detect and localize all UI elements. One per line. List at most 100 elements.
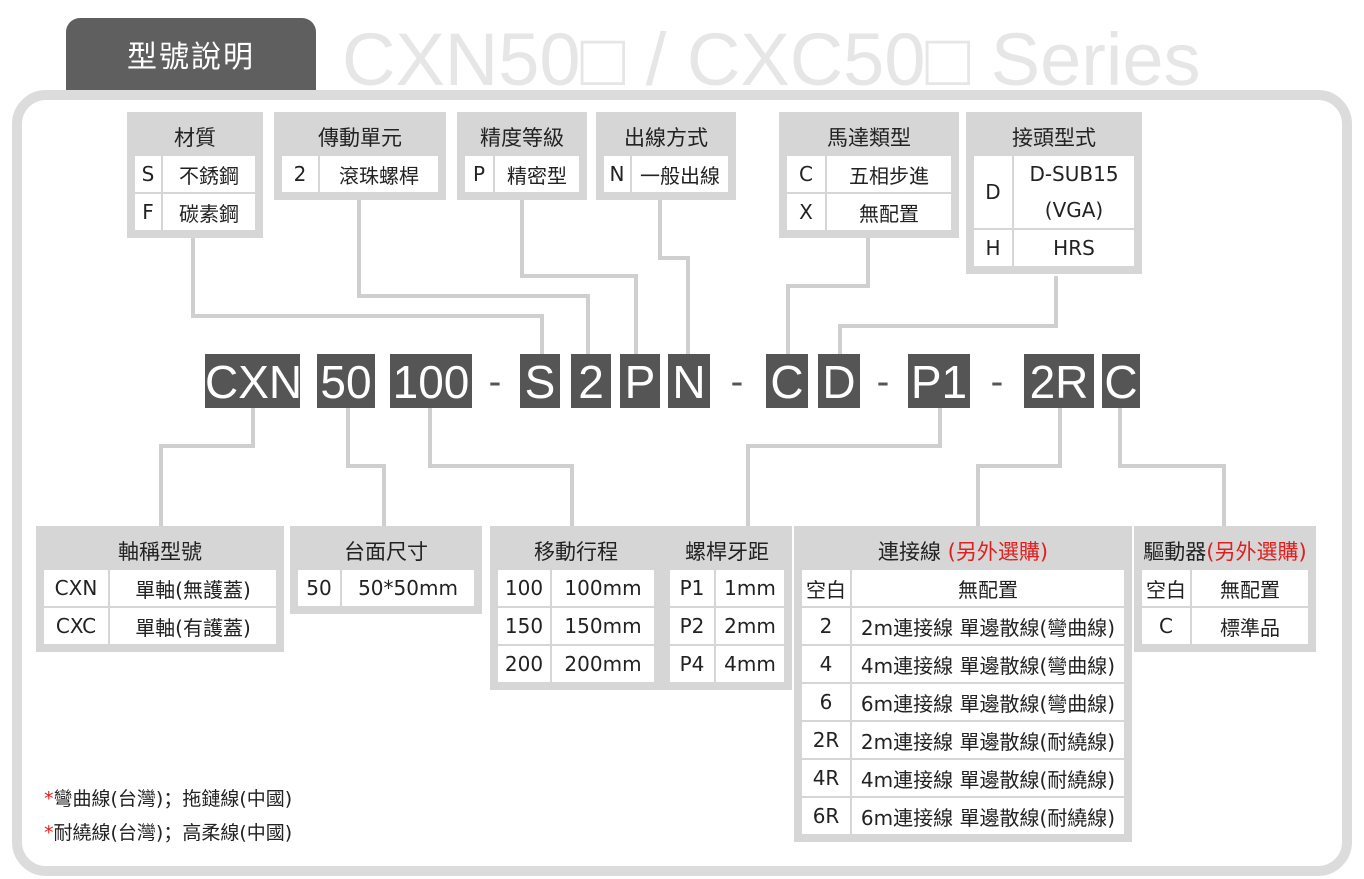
code-cell: P (463, 154, 495, 194)
value-cell: 2m連接線 單邊散線(彎曲線) (850, 606, 1126, 646)
code-part-cable-exit: N (668, 354, 710, 408)
line-pitch (746, 408, 942, 530)
code-cell: F (133, 192, 163, 232)
value-cell: 滾珠螺桿 (318, 154, 440, 194)
table-title: 台面尺寸 (296, 532, 476, 570)
footnote: *耐繞線(台灣)；高柔線(中國) (44, 818, 292, 845)
line-cable-exit (658, 196, 690, 354)
value-cell: 無配置 (825, 192, 953, 232)
code-part-precision: P (620, 354, 660, 408)
line-axis (159, 408, 255, 530)
code-part-drive: 2 (571, 354, 611, 408)
code-dash: - (876, 361, 890, 403)
value-cell: 精密型 (493, 154, 581, 194)
value-cell: 4m連接線 單邊散線(耐繞線) (850, 758, 1126, 798)
value-cell: 50*50mm (340, 568, 476, 608)
value-cell: (VGA) (1012, 192, 1136, 230)
code-part-connector: D (818, 354, 860, 408)
line-cable (976, 408, 1062, 530)
value-cell: 2m連接線 單邊散線(耐繞線) (850, 720, 1126, 760)
value-cell: 單軸(無護蓋) (108, 568, 278, 608)
footnote-star: * (44, 822, 54, 844)
table-title: 螺桿牙距 (668, 532, 786, 570)
code-cell: 2 (800, 606, 852, 646)
page-title-tab: 型號說明 (66, 18, 316, 90)
code-cell: 100 (496, 568, 552, 608)
line-motor (786, 236, 870, 354)
code-cell: X (785, 192, 827, 232)
code-cell: CXC (42, 606, 110, 646)
value-cell: 4m連接線 單邊散線(彎曲線) (850, 644, 1126, 684)
series-title: CXN50□ / CXC50□ Series (342, 18, 1201, 101)
code-part-size: 50 (317, 354, 375, 408)
code-cell: C (785, 154, 827, 194)
code-cell: 150 (496, 606, 552, 646)
table-title: 材質 (133, 118, 257, 156)
value-cell: 無配置 (1190, 568, 1310, 608)
value-cell: D-SUB15 (1012, 154, 1136, 192)
code-cell: 6 (800, 682, 852, 722)
table-title: 精度等級 (463, 118, 581, 156)
value-cell: 五相步進 (825, 154, 953, 194)
value-cell: 碳素鋼 (161, 192, 257, 232)
line-drive (357, 196, 590, 354)
code-cell: CXN (42, 568, 110, 608)
value-cell: 單軸(有護蓋) (108, 606, 278, 646)
code-cell: 4 (800, 644, 852, 684)
code-part-motor: C (766, 354, 808, 408)
code-cell: P1 (668, 568, 716, 608)
value-cell: 1mm (714, 568, 786, 608)
code-cell: 6R (800, 796, 852, 836)
code-cell: 空白 (1140, 568, 1192, 608)
code-cell: S (133, 154, 163, 194)
code-cell: 50 (296, 568, 342, 608)
value-cell: 無配置 (850, 568, 1126, 608)
code-part-driver: C (1102, 354, 1140, 408)
code-dash: - (730, 361, 744, 403)
code-part-pitch: P1 (908, 354, 970, 408)
code-cell: C (1140, 606, 1192, 646)
table-title: 傳動單元 (280, 118, 440, 156)
table-title: 馬達類型 (785, 118, 953, 156)
code-dash: - (990, 361, 1004, 403)
value-cell: 200mm (550, 644, 656, 684)
line-connector (838, 276, 1058, 354)
value-cell: 6m連接線 單邊散線(彎曲線) (850, 682, 1126, 722)
code-cell: 4R (800, 758, 852, 798)
line-material (191, 236, 544, 354)
line-precision (520, 196, 638, 354)
table-title: 軸稱型號 (42, 532, 278, 570)
table-title: 移動行程 (496, 532, 656, 570)
code-part-axis: CXN (205, 354, 303, 408)
value-cell: 100mm (550, 568, 656, 608)
value-cell: 標準品 (1190, 606, 1310, 646)
value-cell: 一般出線 (630, 154, 730, 194)
code-part-cable: 2R (1024, 354, 1094, 408)
optional-note: (另外選購) (1206, 540, 1307, 564)
line-size (346, 408, 386, 530)
code-cell: D (972, 154, 1014, 230)
code-cell: 200 (496, 644, 552, 684)
code-cell: 2R (800, 720, 852, 760)
code-part-material: S (520, 354, 560, 408)
table-title: 出線方式 (602, 118, 730, 156)
table-title: 接頭型式 (972, 118, 1136, 156)
code-dash: - (488, 361, 502, 403)
footnote-star: * (44, 788, 54, 810)
code-cell: P4 (668, 644, 716, 684)
code-cell: 2 (280, 154, 320, 194)
table-title: 驅動器(另外選購) (1140, 532, 1310, 570)
code-cell: N (602, 154, 632, 194)
footnote: *彎曲線(台灣)；拖鏈線(中國) (44, 784, 292, 811)
